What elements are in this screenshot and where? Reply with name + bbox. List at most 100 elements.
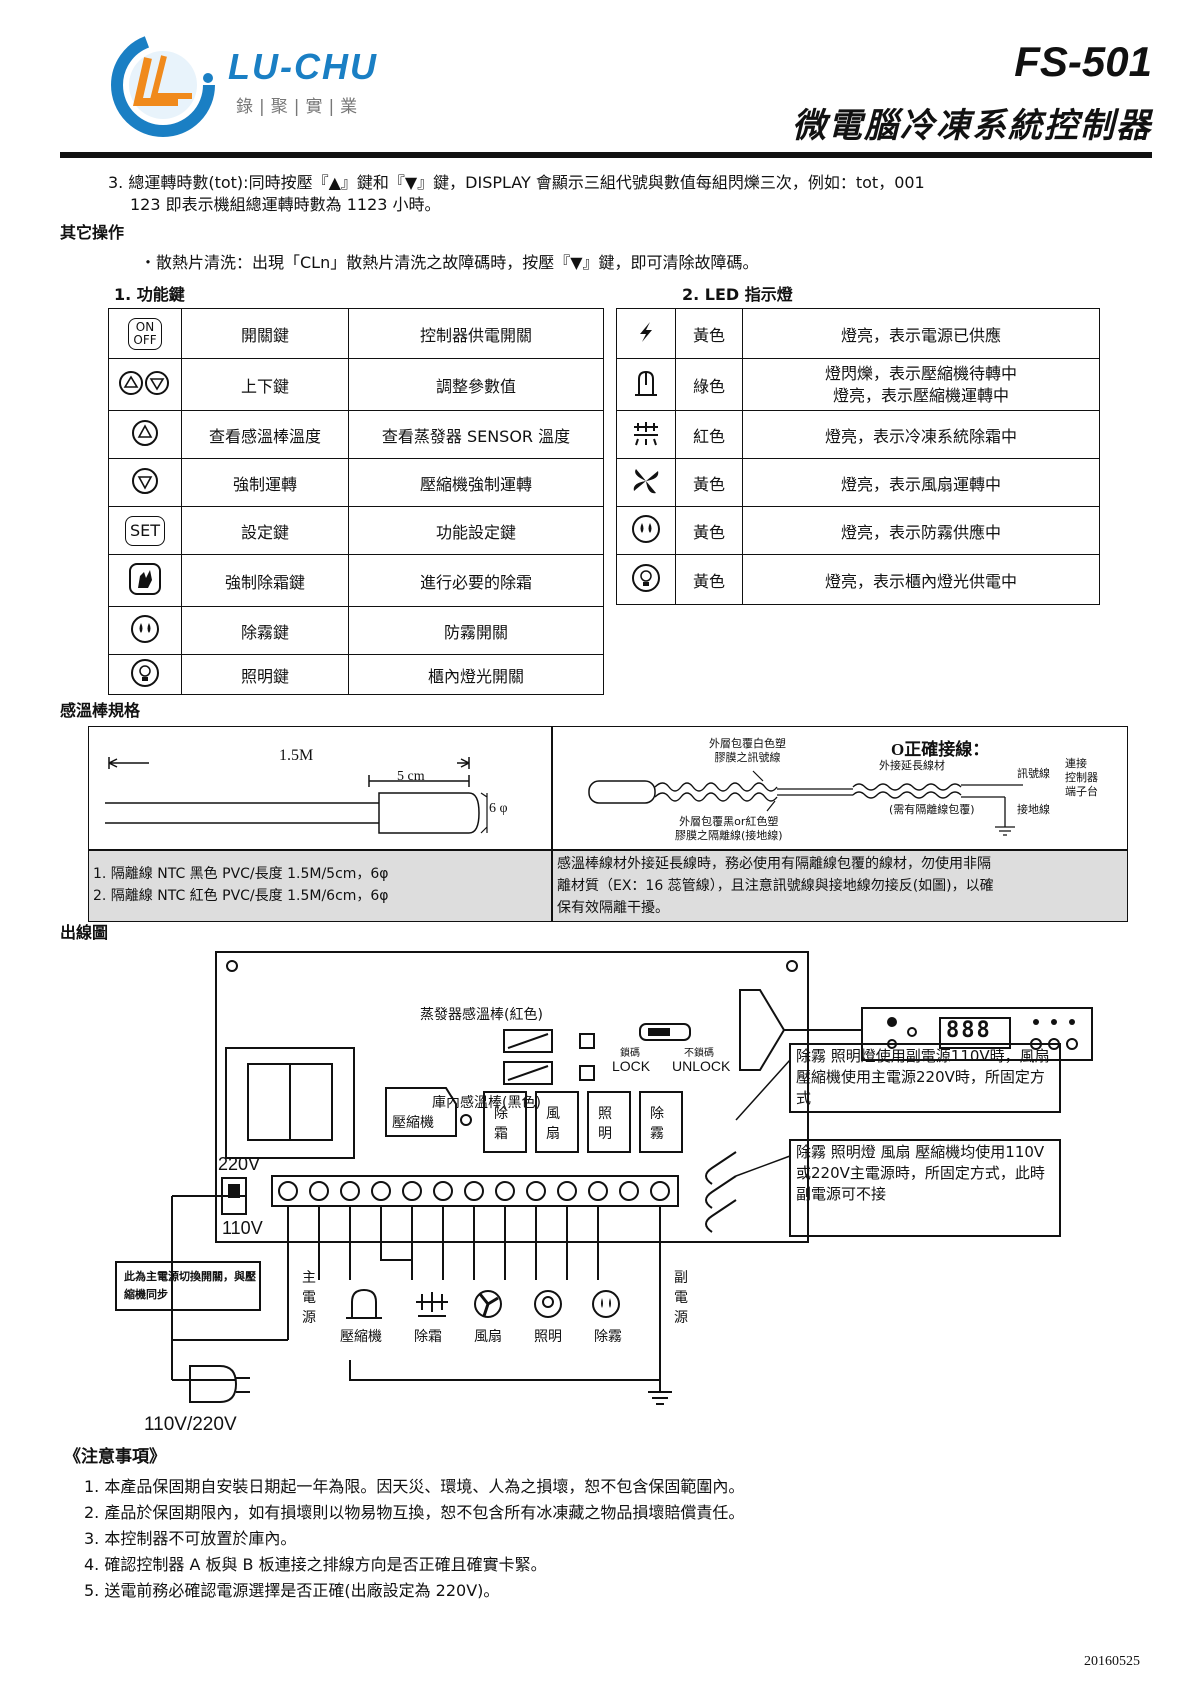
table-row: SET 設定鍵 功能設定鍵 (108, 506, 604, 555)
voltage-220-label: 220V (218, 1154, 261, 1174)
led-color: 綠色 (675, 358, 743, 411)
probe-tip-length: 5 cm (397, 769, 425, 784)
wiring-cable-diagram (588, 770, 1023, 836)
led-color: 黃色 (675, 554, 743, 605)
function-keys-heading: 1. 功能鍵 (114, 285, 185, 304)
wiring-note-main-power: 除霧 照明燈 風扇 壓縮機均使用110V或220V主電源時，所固定方式，此時副電… (796, 1143, 1045, 1203)
table-row: 強制除霜鍵 進行必要的除霜 (108, 554, 604, 607)
light-icon (131, 658, 159, 687)
probe-note: 2. 隔離線 NTC 紅色 PVC/長度 1.5M/6cm，6φ (93, 888, 389, 904)
voltage-110-label: 110V (222, 1218, 263, 1238)
probe-length: 1.5M (279, 747, 314, 764)
correct-wiring-label: O正確接線： (891, 740, 990, 759)
sensor-spec-heading: 感溫棒規格 (60, 701, 141, 720)
unlock-top-label: 不鎖碼 (684, 1048, 714, 1059)
main-power-label: 主電源 (302, 1270, 316, 1326)
led-color: 黃色 (675, 308, 743, 359)
evaporator-sensor-label: 蒸發器感溫棒(紅色) (420, 1007, 543, 1023)
table-row: 黃色 燈亮，表示風扇運轉中 (616, 458, 1100, 507)
key-desc: 調整參數值 (348, 358, 604, 411)
table-row: 上下鍵 調整參數值 (108, 358, 604, 411)
intro-item3-line1: 3. 總運轉時數(tot):同時按壓『▲』鍵和『▼』鍵，DISPLAY 會顯示三… (108, 173, 925, 192)
brand-name: LU-CHU (228, 46, 378, 87)
sensor-probe-diagram (105, 757, 488, 834)
table-row: 黃色 燈亮，表示防霧供應中 (616, 506, 1100, 555)
anti-fog-icon (131, 614, 159, 643)
light-icon (632, 563, 660, 592)
key-desc: 櫃內燈光開關 (348, 654, 604, 695)
load-antifog-label: 除霧 (594, 1329, 622, 1345)
lock-top-label: 鎖碼 (620, 1048, 640, 1059)
compressor-relay-label: 壓縮機 (392, 1115, 434, 1131)
probe-diameter: 6 φ (489, 801, 508, 816)
anti-fog-icon (632, 514, 660, 543)
table-row: 紅色 燈亮，表示冷凍系統除霜中 (616, 410, 1100, 459)
load-compressor-label: 壓縮機 (340, 1329, 382, 1345)
sensor-spec-box: 1.5M 5 cm 6 φ O正確接線： 外層包覆白色塑膠膜之訊號線 外接延長線… (88, 726, 1128, 922)
table-row: 強制運轉 壓縮機強制運轉 (108, 458, 604, 507)
extension-warning: 感溫棒線材外接延長線時，務必使用有隔離線包覆的線材，勿使用非隔離材質（EX：16… (557, 856, 994, 916)
key-name: 除霧鍵 (181, 606, 349, 655)
key-desc: 查看蒸發器 SENSOR 溫度 (348, 410, 604, 459)
header-rule (60, 152, 1152, 158)
wiring-heading: 出線圖 (60, 923, 109, 942)
key-desc: 功能設定鍵 (348, 506, 604, 555)
probe-note: 1. 隔離線 NTC 黑色 PVC/長度 1.5M/5cm，6φ (93, 866, 389, 882)
list-item: 2. 產品於保固期限內，如有損壞則以物易物互換，恕不包含所有冰凍藏之物品損壞賠償… (84, 1503, 745, 1522)
key-desc: 壓縮機強制運轉 (348, 458, 604, 507)
led-color: 黃色 (675, 458, 743, 507)
led-color: 紅色 (675, 410, 743, 459)
model-number: FS-501 (1014, 38, 1152, 85)
load-light-label: 照明 (534, 1329, 562, 1345)
cabinet-sensor-label: 庫內感溫棒(黑色) (432, 1095, 541, 1111)
relay-defrost-label: 除霜 (494, 1106, 508, 1142)
led-desc: 燈亮，表示櫃內燈光供電中 (742, 554, 1100, 605)
table-row: 除霧鍵 防霧開關 (108, 606, 604, 655)
ground-wire-label: 接地線 (1017, 803, 1050, 816)
up-down-icon (119, 370, 169, 395)
sub-power-label: 副電源 (674, 1270, 688, 1326)
compressor-icon (635, 370, 657, 396)
plug-voltage-label: 110V/220V (144, 1414, 237, 1435)
list-item: 5. 送電前務必確認電源選擇是否正確(出廠設定為 220V)。 (84, 1581, 500, 1600)
relay-fan-label: 風扇 (546, 1106, 560, 1142)
brand-subtitle: 錄|聚|實|業 (236, 97, 364, 117)
list-item: 3. 本控制器不可放置於庫內。 (84, 1529, 297, 1548)
table-row: 照明鍵 櫃內燈光開關 (108, 654, 604, 695)
intro-item3-line2: 123 即表示機組總運轉時數為 1123 小時。 (130, 195, 441, 214)
led-desc: 燈亮，表示冷凍系統除霜中 (742, 410, 1100, 459)
notes-heading: 《注意事項》 (64, 1447, 166, 1467)
list-item: 1. 本產品保固期自安裝日期起一年為限。因天災、環境、人為之損壞，恕不包含保固範… (84, 1477, 745, 1496)
set-icon: SET (124, 515, 166, 546)
unlock-label: UNLOCK (672, 1058, 731, 1074)
brand-logo (108, 30, 218, 140)
led-desc: 燈亮，表示風扇運轉中 (742, 458, 1100, 507)
signal-wire-label: 訊號線 (1017, 767, 1050, 780)
defrost-icon (634, 421, 658, 445)
defrost-hand-icon (129, 562, 161, 595)
outer-black-label: 外層包覆黑or紅色塑膠膜之隔離線(接地線) (675, 815, 783, 842)
key-name: 開關鍵 (181, 308, 349, 359)
table-row: 綠色 燈閃爍，表示壓縮機待轉中燈亮，表示壓縮機運轉中 (616, 358, 1100, 411)
extension-label: 外接延長線材 (879, 759, 945, 772)
terminal-label: 連接控制器端子台 (1065, 757, 1098, 798)
load-defrost-label: 除霜 (414, 1329, 442, 1345)
table-row: 黃色 燈亮，表示電源已供應 (616, 308, 1100, 359)
key-desc: 進行必要的除霜 (348, 554, 604, 607)
power-icon (640, 321, 652, 342)
outer-white-label: 外層包覆白色塑膠膜之訊號線 (709, 737, 786, 764)
relay-antifog-label: 除霧 (650, 1106, 664, 1142)
lu-chu-logo-icon (111, 33, 215, 137)
table-row: 查看感溫棒溫度 查看蒸發器 SENSOR 溫度 (108, 410, 604, 459)
extension-shield-label: (需有隔離線包覆) (889, 803, 975, 816)
other-operations-text: ・散熱片清洗：出現「CLn」散熱片清洗之故障碼時，按壓『▼』鍵，即可清除故障碼。 (140, 253, 759, 272)
down-icon (132, 467, 158, 494)
key-name: 照明鍵 (181, 654, 349, 695)
key-desc: 控制器供電開關 (348, 308, 604, 359)
led-table: 黃色 燈亮，表示電源已供應 綠色 燈閃爍，表示壓縮機待轉中燈亮，表示壓縮機運轉中… (616, 308, 1100, 605)
key-desc: 防霧開關 (348, 606, 604, 655)
display-digits: 888 (946, 1018, 992, 1043)
table-row: 黃色 燈亮，表示櫃內燈光供電中 (616, 554, 1100, 605)
